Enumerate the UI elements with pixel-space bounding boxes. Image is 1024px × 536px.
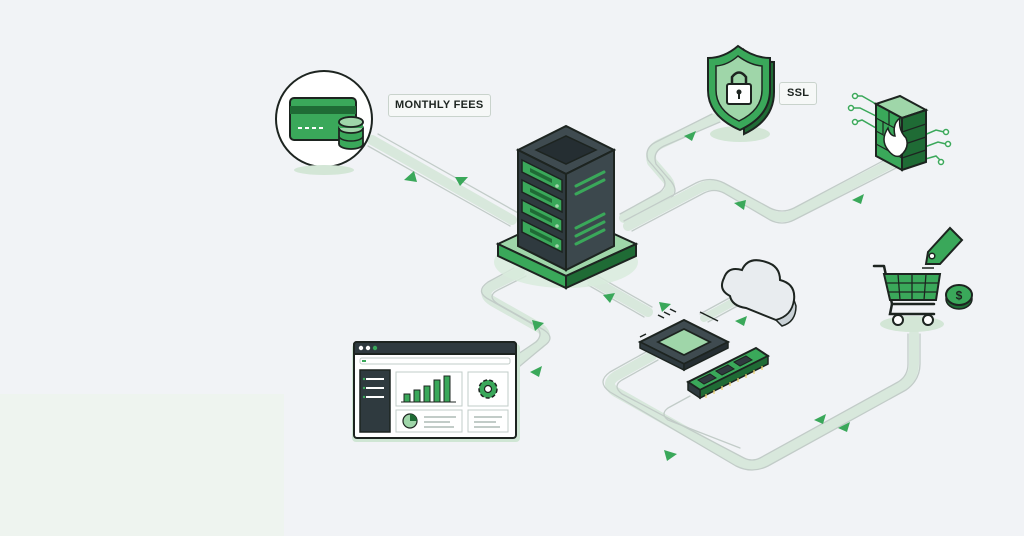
cloud-icon xyxy=(721,259,797,327)
dollar-coin-icon: $ xyxy=(945,284,973,310)
path-chip-to-cart xyxy=(602,329,921,471)
cpu-chip-icon xyxy=(637,308,731,372)
arrow xyxy=(814,414,826,424)
arrow xyxy=(734,200,746,210)
arrow xyxy=(455,177,468,186)
shield-lock-icon xyxy=(707,44,775,142)
path-server-to-shield xyxy=(619,113,721,223)
background-panel xyxy=(0,394,284,536)
flow-arrows xyxy=(404,131,864,461)
arrow xyxy=(684,131,696,141)
bar-chart-icon xyxy=(395,371,463,407)
arrow xyxy=(404,171,417,182)
connection-paths xyxy=(367,113,921,471)
monthly-fees-label: MONTHLY FEES xyxy=(388,94,491,117)
path-card-to-server xyxy=(367,133,521,227)
svg-text:$: $ xyxy=(956,289,963,303)
arrow xyxy=(659,302,671,312)
firewall-icon xyxy=(847,92,952,172)
path-server-to-dashboard xyxy=(480,267,551,367)
path-server-to-firewall xyxy=(623,153,903,232)
arrow xyxy=(664,450,677,461)
server-rack-icon xyxy=(494,124,639,290)
arrow xyxy=(530,366,542,377)
ram-module-icon xyxy=(686,346,770,400)
arrow xyxy=(532,320,544,331)
credit-card-coins-icon xyxy=(275,70,373,175)
arrow xyxy=(603,293,615,303)
gear-icon xyxy=(467,371,509,407)
price-tag-icon xyxy=(922,226,964,269)
arrow xyxy=(838,422,850,432)
coin-stack xyxy=(338,116,364,150)
pie-chart-icon xyxy=(395,409,463,433)
arrow xyxy=(852,194,864,204)
ssl-label: SSL xyxy=(779,82,818,105)
dashboard-window-icon xyxy=(352,341,520,442)
shopping-cart-icon xyxy=(872,264,944,332)
arrow xyxy=(735,316,747,326)
path-ram-loop xyxy=(663,395,741,449)
